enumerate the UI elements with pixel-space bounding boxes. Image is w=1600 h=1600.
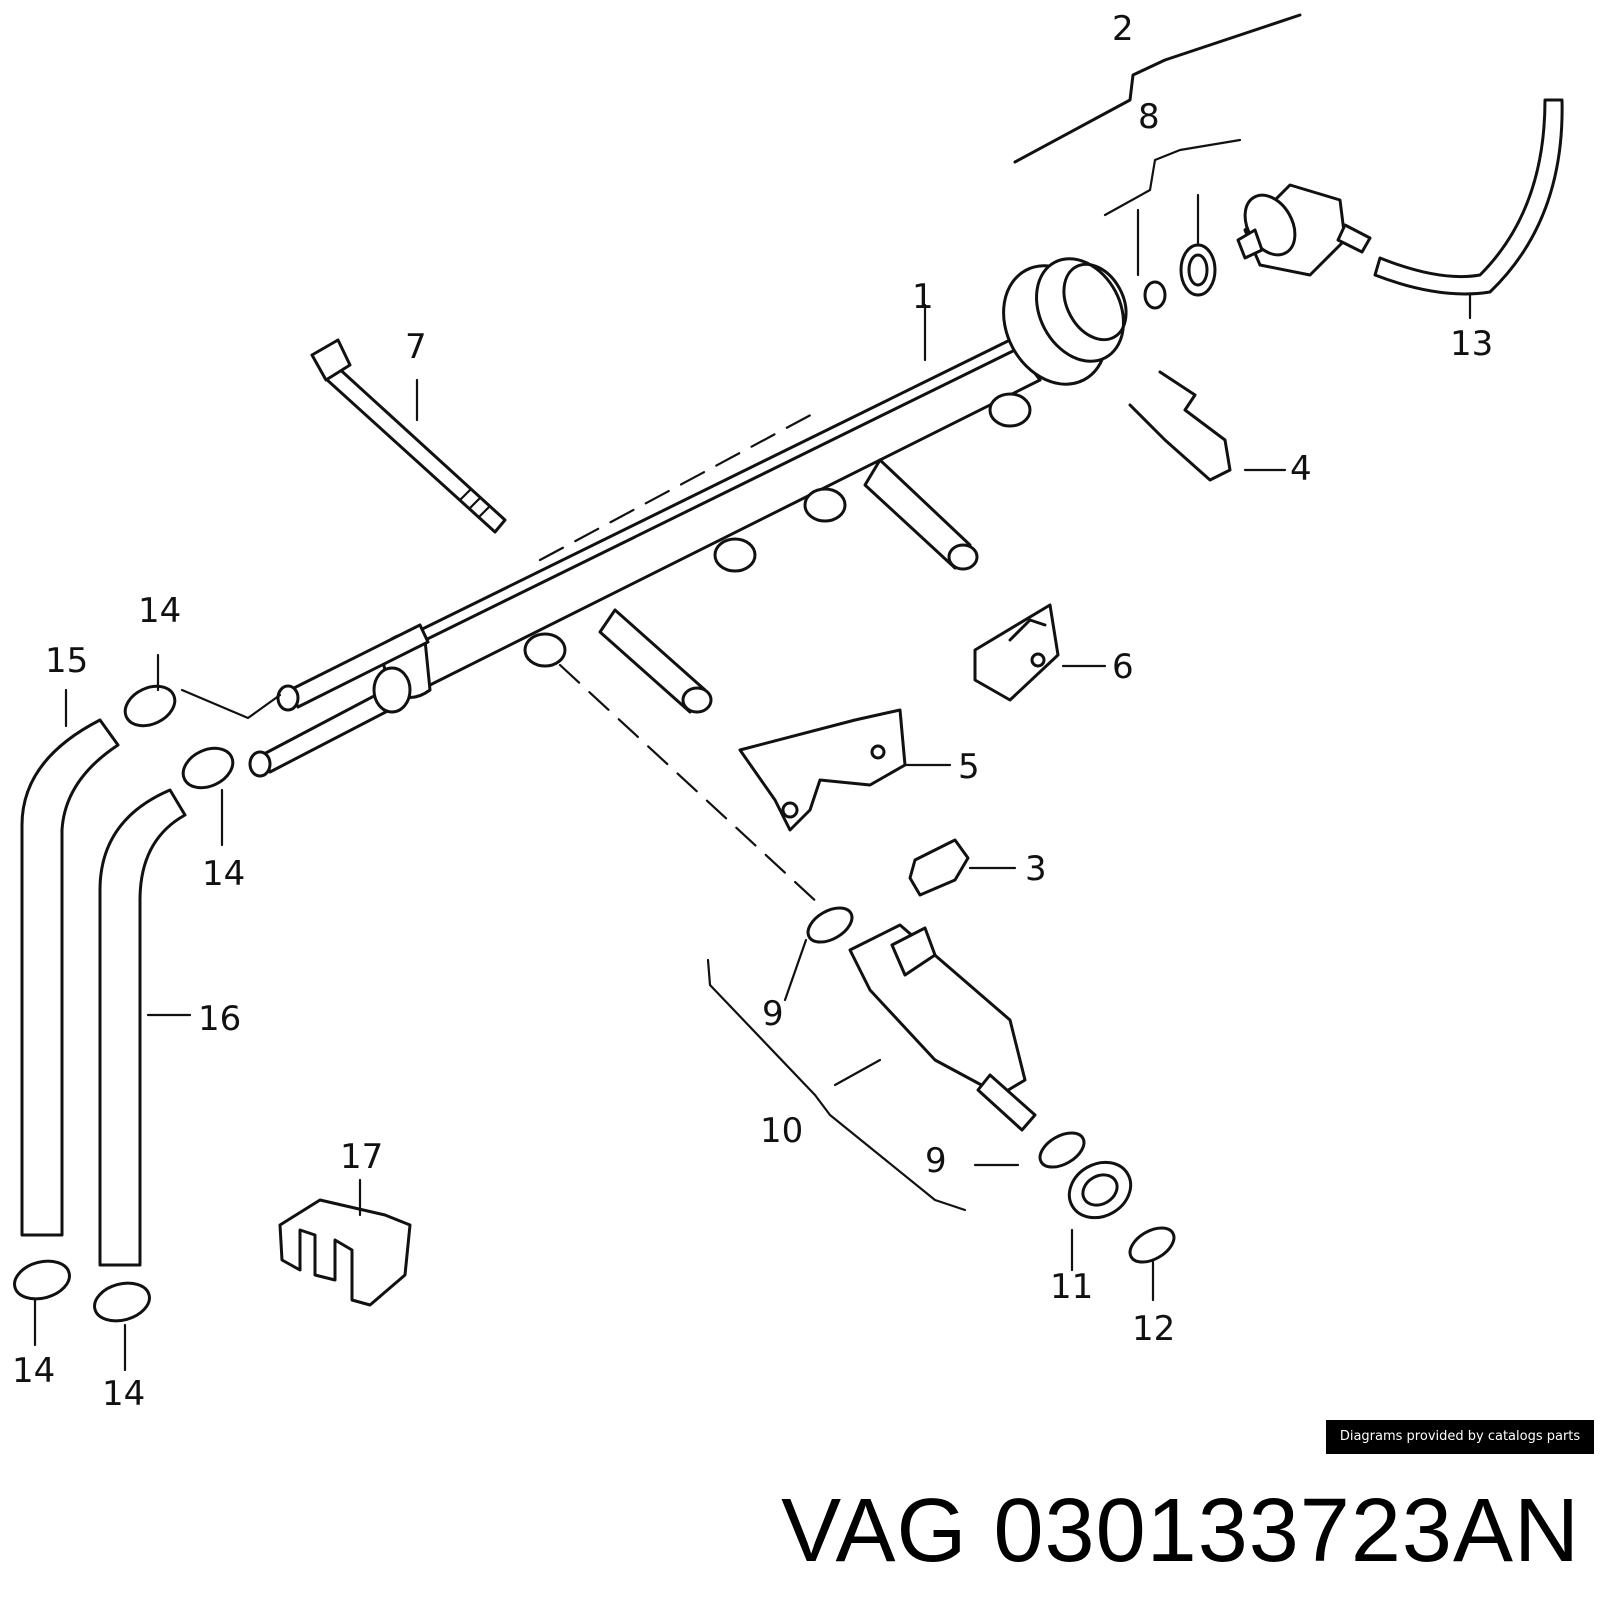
callout-4: 4 bbox=[1290, 449, 1312, 489]
callout-10: 10 bbox=[760, 1111, 803, 1151]
hose-holder bbox=[278, 1198, 412, 1307]
callout-13: 13 bbox=[1450, 324, 1493, 364]
callout-11: 11 bbox=[1050, 1267, 1093, 1307]
callout-6: 6 bbox=[1112, 647, 1134, 687]
callout-7: 7 bbox=[405, 327, 427, 367]
callout-14-bottom-right: 14 bbox=[102, 1374, 145, 1414]
diagram-credit-badge: Diagrams provided by catalogs parts bbox=[1326, 1420, 1594, 1454]
callout-14-bottom-left: 14 bbox=[12, 1351, 55, 1391]
part-number-title: VAG 030133723AN bbox=[781, 1481, 1580, 1581]
callout-14-mid: 14 bbox=[202, 854, 245, 894]
retaining-clip bbox=[1128, 370, 1232, 482]
callout-2: 2 bbox=[1112, 9, 1134, 49]
hose-clamps bbox=[13, 684, 235, 1323]
bracket-6 bbox=[973, 603, 1060, 702]
rail-pipes bbox=[248, 623, 430, 778]
bolt bbox=[310, 338, 507, 534]
seals bbox=[806, 906, 1176, 1264]
callout-1: 1 bbox=[912, 277, 934, 317]
callout-16: 16 bbox=[198, 999, 241, 1039]
leader-lines bbox=[33, 13, 1472, 1372]
callout-labels: 2 8 1 7 13 4 14 15 6 5 14 16 3 9 10 9 17… bbox=[12, 9, 1493, 1414]
spacer-sleeves bbox=[598, 458, 979, 714]
callout-5: 5 bbox=[958, 747, 980, 787]
callout-15: 15 bbox=[45, 641, 88, 681]
fuel-hoses bbox=[20, 718, 187, 1267]
vacuum-hose bbox=[1373, 98, 1564, 296]
clip-3 bbox=[908, 838, 970, 897]
fuel-injector bbox=[848, 923, 1037, 1132]
callout-9-upper: 9 bbox=[762, 994, 784, 1034]
bracket-5 bbox=[738, 708, 907, 832]
o-rings-8 bbox=[1143, 243, 1217, 310]
pressure-regulator bbox=[1236, 183, 1372, 277]
callout-9-lower: 9 bbox=[925, 1141, 947, 1181]
callout-12: 12 bbox=[1132, 1309, 1175, 1349]
alignment-lines bbox=[538, 408, 822, 907]
callout-14-top: 14 bbox=[138, 591, 181, 631]
callout-8: 8 bbox=[1138, 97, 1160, 137]
callout-17: 17 bbox=[340, 1137, 383, 1177]
fuel-rail bbox=[378, 257, 1128, 699]
callout-3: 3 bbox=[1025, 849, 1047, 889]
